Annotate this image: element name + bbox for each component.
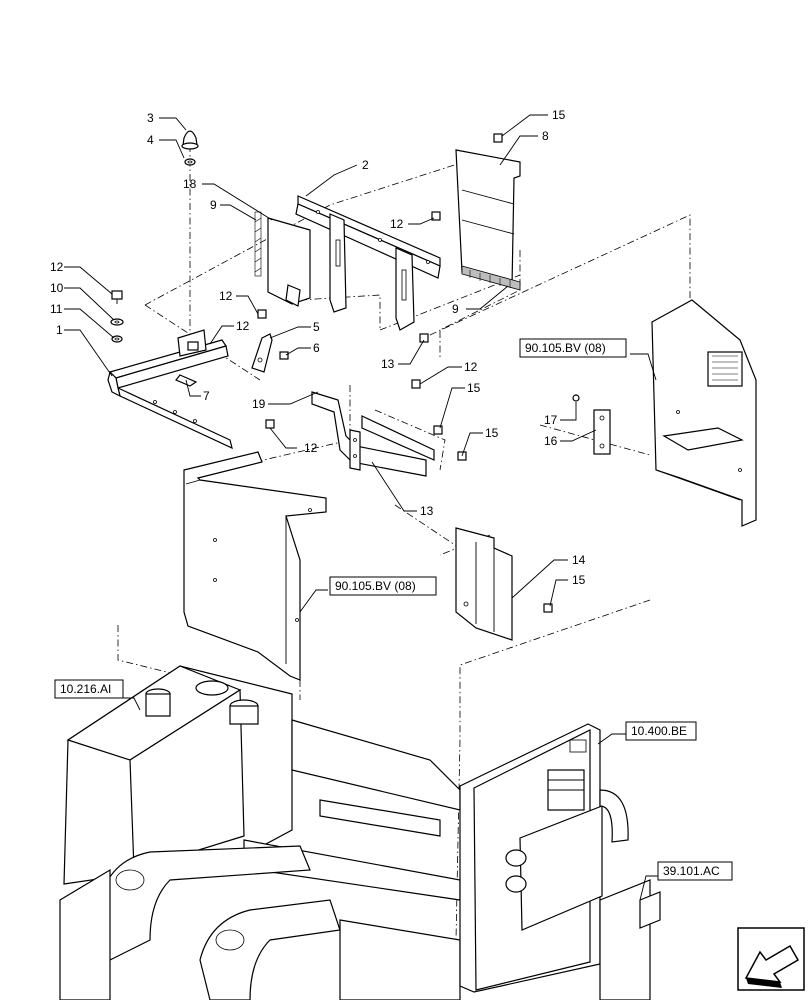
arrow-left-down-icon[interactable] (737, 927, 805, 991)
strap-part-16 (572, 394, 611, 455)
callout-12-right: 12 (464, 360, 478, 374)
rubber-stop-part (181, 130, 199, 166)
callout-12-left: 12 (50, 260, 64, 274)
ref-left-panel-label: 90.105.BV (08) (335, 579, 416, 593)
callout-15-top: 15 (552, 108, 566, 122)
callout-18: 18 (183, 177, 197, 191)
callout-13-low: 13 (420, 504, 434, 518)
panel-part-18 (254, 211, 311, 319)
bolt-washer-stack (110, 290, 124, 343)
cover-plate-part-8 (455, 133, 521, 291)
callout-3: 3 (147, 111, 154, 125)
left-side-panel (183, 451, 327, 681)
ref-box-tank[interactable]: 10.216.AI (54, 679, 124, 699)
bracket-part-13 (265, 379, 467, 477)
callout-4: 4 (147, 133, 154, 147)
callout-6: 6 (313, 341, 320, 355)
ref-box-right-panel[interactable]: 90.105.BV (08) (519, 338, 627, 358)
callout-1: 1 (56, 323, 63, 337)
callout-12-lower: 12 (304, 441, 318, 455)
callout-11: 11 (50, 302, 63, 316)
callout-7: 7 (203, 389, 210, 403)
callout-12-top: 12 (390, 217, 404, 231)
callout-12-mid-left: 12 (219, 289, 233, 303)
leader-lines (64, 114, 658, 901)
machine-base-assembly (59, 665, 661, 1000)
callout-10: 10 (50, 281, 64, 295)
callout-15-bottom: 15 (572, 573, 586, 587)
ref-box-left-panel[interactable]: 90.105.BV (08) (329, 576, 437, 596)
lever-part-5 (251, 333, 289, 373)
callout-15-low: 15 (485, 426, 499, 440)
ref-tank-label: 10.216.AI (60, 682, 111, 696)
ref-right-panel-label: 90.105.BV (08) (525, 341, 606, 355)
cover-plate-part-14 (455, 527, 553, 641)
callout-17: 17 (544, 413, 558, 427)
callout-8: 8 (542, 129, 549, 143)
callout-19: 19 (252, 397, 266, 411)
callout-2: 2 (362, 158, 369, 172)
callout-14: 14 (572, 553, 586, 567)
callout-5: 5 (313, 320, 320, 334)
callout-12-mid: 12 (236, 319, 250, 333)
callout-15-mid: 15 (467, 381, 481, 395)
callout-16: 16 (544, 434, 558, 448)
callout-9-right: 9 (452, 302, 459, 316)
ref-radiator-label: 10.400.BE (631, 724, 687, 738)
right-side-panel (651, 299, 757, 527)
callout-13-top: 13 (381, 357, 395, 371)
ref-box-radiator[interactable]: 10.400.BE (625, 721, 697, 741)
ref-box-frame[interactable]: 39.101.AC (657, 861, 733, 881)
callout-9-left: 9 (210, 198, 217, 212)
ref-frame-label: 39.101.AC (663, 864, 720, 878)
bracket-frame-part-1 (107, 329, 233, 450)
crossbar-part-2 (295, 195, 441, 343)
callout-numbers: 3 4 2 18 9 8 15 12 12 10 11 1 12 12 5 6 … (50, 108, 586, 587)
